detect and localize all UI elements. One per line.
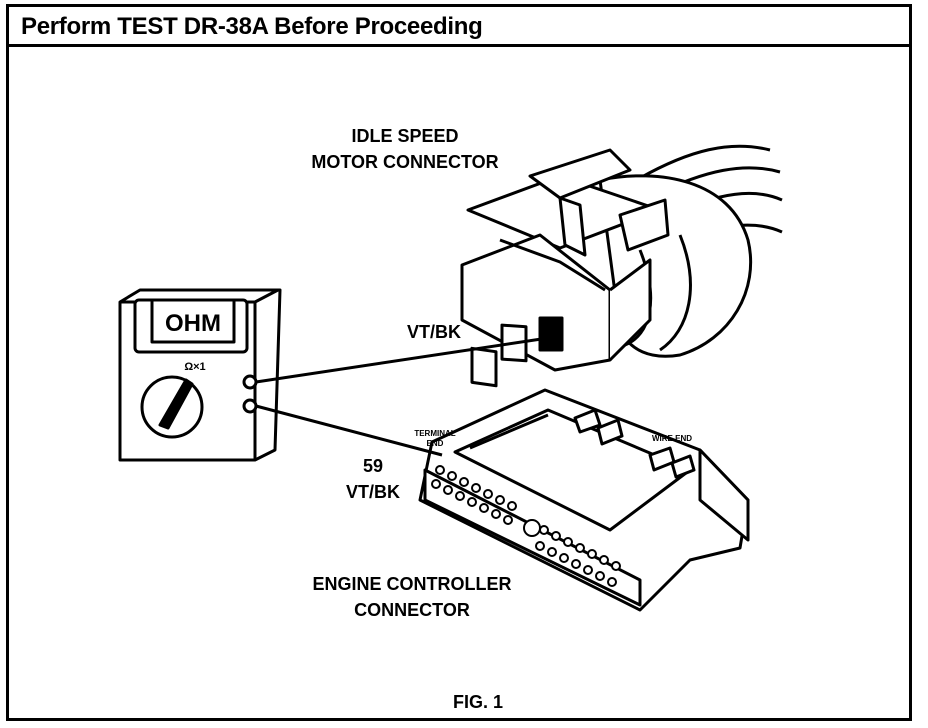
idle-speed-label-line1: IDLE SPEED: [351, 126, 458, 146]
vtbk-top-label: VT/BK: [407, 322, 461, 342]
test-leads: [255, 336, 549, 457]
engine-controller-connector: [418, 388, 750, 612]
page-title: Perform TEST DR-38A Before Proceeding: [21, 13, 483, 40]
meter-display-text: OHM: [165, 310, 221, 337]
figure-caption: FIG. 1: [453, 692, 503, 712]
engine-controller-label-line2: CONNECTOR: [354, 600, 470, 620]
terminal-end-label-line2: END: [427, 439, 444, 448]
wire-end-label: WIRE END: [652, 434, 692, 443]
meter-range-text: Ω×1: [184, 361, 205, 373]
ohmmeter: [118, 288, 282, 462]
header-bar: Perform TEST DR-38A Before Proceeding: [9, 7, 909, 47]
idle-speed-motor-connector: [460, 144, 783, 388]
terminal-end-label-line1: TERMINAL: [414, 429, 455, 438]
pin-number-label: 59: [363, 456, 383, 476]
vtbk-bottom-label: VT/BK: [346, 482, 400, 502]
idle-speed-label-line2: MOTOR CONNECTOR: [311, 152, 498, 172]
connector-pin-cavities: [431, 465, 621, 587]
engine-controller-label-line1: ENGINE CONTROLLER: [312, 574, 511, 594]
